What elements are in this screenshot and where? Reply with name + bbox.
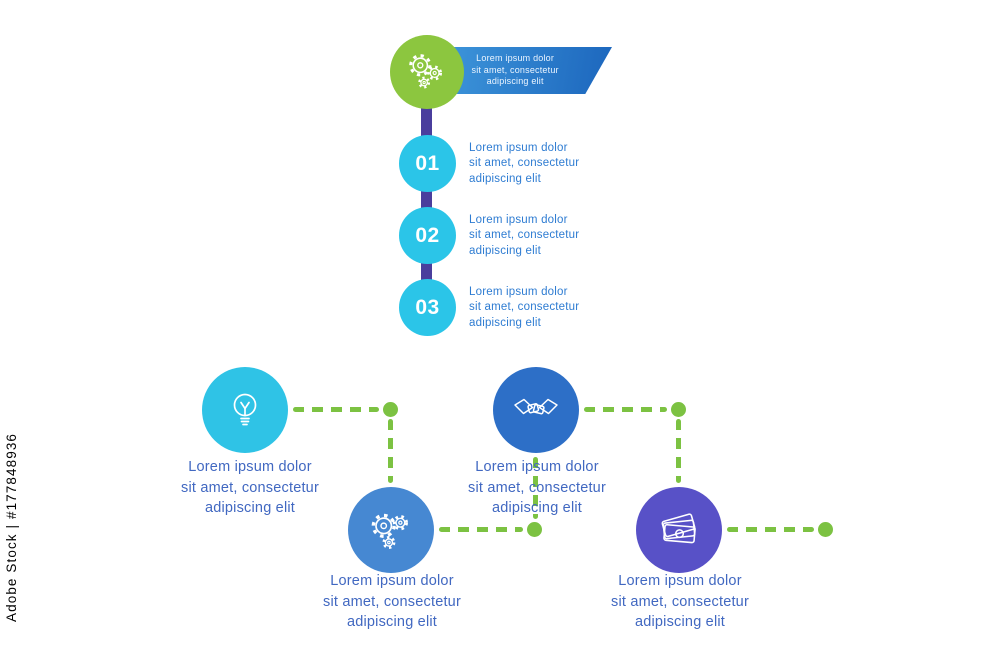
dashed-connector <box>727 527 814 532</box>
timeline-step-3-text: Lorem ipsum dolor sit amet, consectetur … <box>469 286 580 329</box>
watermark: Adobe Stock | #177848936 <box>4 432 19 622</box>
timeline-step-2-text: Lorem ipsum dolor sit amet, consectetur … <box>469 214 580 257</box>
process-step-partnership-circle <box>493 367 579 453</box>
gears-icon <box>371 513 408 549</box>
process-step-gears-circle <box>348 487 434 573</box>
timeline-step-2-circle: 02 <box>399 207 456 264</box>
dashed-connector-vertical <box>676 419 681 483</box>
process-step-idea-circle <box>202 367 288 453</box>
lightbulb-icon <box>233 393 257 426</box>
timeline-step-1-circle: 01 <box>399 135 456 192</box>
timeline-step-1-text: Lorem ipsum dolor sit amet, consectetur … <box>469 142 580 185</box>
handshake-icon <box>514 398 558 415</box>
process-step-money-circle <box>636 487 722 573</box>
process-step-money-text: Lorem ipsum dolor sit amet, consectetur … <box>611 573 749 631</box>
dashed-connector <box>439 527 523 532</box>
process-step-partnership-text: Lorem ipsum dolor sit amet, consectetur … <box>468 459 606 517</box>
timeline-step-2-number: 02 <box>415 223 440 247</box>
dashed-connector-vertical <box>533 457 538 519</box>
timeline-banner-text: Lorem ipsum dolor sit amet, consectetur … <box>471 52 559 87</box>
timeline-step-1-number: 01 <box>415 151 440 175</box>
connector-dot <box>818 522 833 537</box>
gears-icon <box>409 54 443 89</box>
money-icon <box>661 513 696 544</box>
dashed-connector-vertical <box>388 419 393 483</box>
timeline-header-circle <box>390 35 464 109</box>
process-step-idea-text: Lorem ipsum dolor sit amet, consectetur … <box>181 459 319 517</box>
timeline-banner: Lorem ipsum dolor sit amet, consectetur … <box>445 47 612 94</box>
dashed-connector <box>584 407 667 412</box>
process-step-gears-text: Lorem ipsum dolor sit amet, consectetur … <box>323 573 461 631</box>
timeline-step-3-number: 03 <box>415 295 440 319</box>
connector-dot <box>383 402 398 417</box>
connector-dot <box>527 522 542 537</box>
dashed-connector <box>293 407 379 412</box>
connector-dot <box>671 402 686 417</box>
timeline-step-3-circle: 03 <box>399 279 456 336</box>
